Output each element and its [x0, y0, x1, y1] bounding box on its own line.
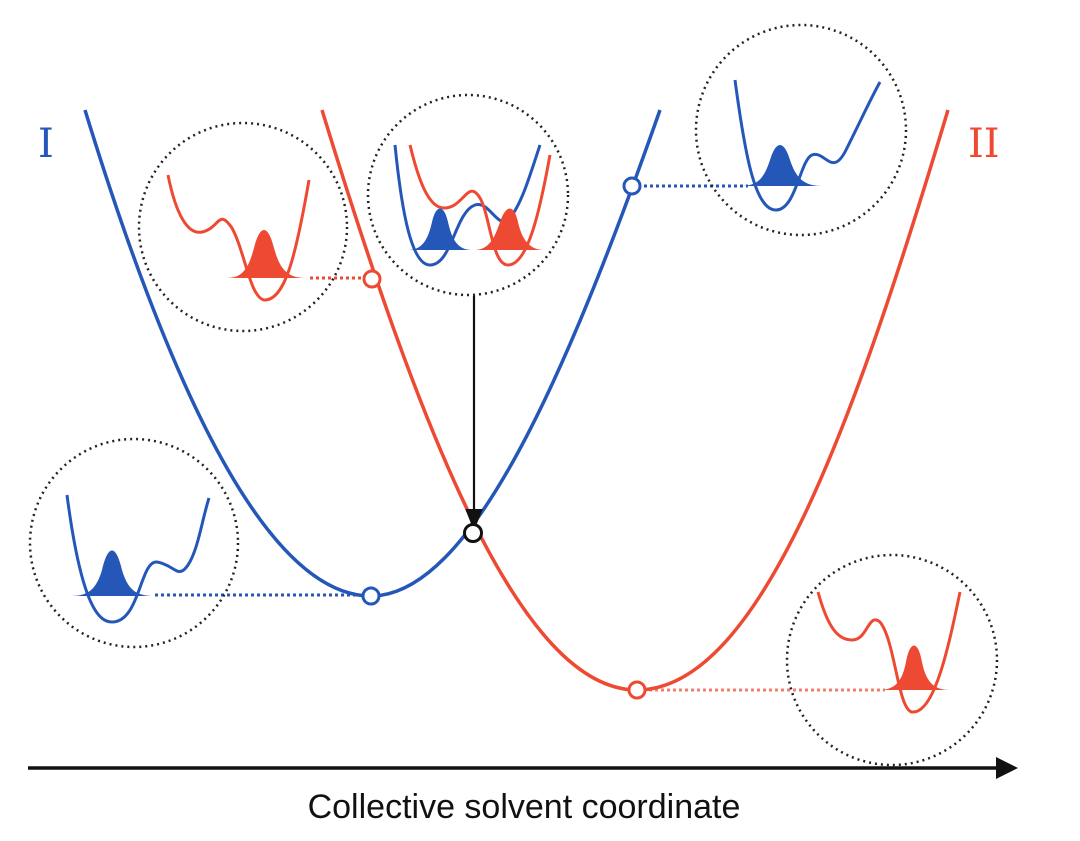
- inset-circle: [694, 23, 908, 237]
- state-point-state-2-minimum: [627, 680, 647, 700]
- double-well-potential-state-1: [393, 144, 542, 267]
- horizontal-axis-arrowhead: [996, 757, 1018, 779]
- double-well-potential: [65, 494, 211, 624]
- inset-state-1-ground: [28, 437, 240, 649]
- double-well-potential: [733, 79, 882, 212]
- inset-state-2-nonequilibrium: [137, 121, 349, 333]
- double-well-potential: [166, 174, 311, 302]
- crossing-point: [463, 523, 483, 543]
- free-energy-curve-state-1: [83, 109, 662, 598]
- wavepacket-state-2: [474, 208, 544, 250]
- inset-circle: [137, 121, 349, 333]
- inset-crossing-region: [366, 93, 570, 297]
- double-well-potential: [816, 591, 962, 714]
- wavepacket-state-1: [408, 208, 472, 250]
- state-label-1: I: [38, 121, 54, 167]
- x-axis-label: Collective solvent coordinate: [308, 788, 741, 826]
- wavepacket: [226, 230, 306, 278]
- inset-state-2-ground: [785, 553, 999, 767]
- wavepacket: [878, 645, 950, 690]
- wavepacket: [740, 145, 822, 186]
- state-point-state-1-minimum: [361, 586, 381, 606]
- free-energy-curve-state-2: [320, 109, 950, 692]
- inset-circle: [366, 93, 570, 297]
- state-label-2: II: [968, 121, 1000, 167]
- inset-circle: [785, 553, 999, 767]
- double-well-potential-state-2: [408, 144, 552, 267]
- state-point-state-2-at-state-1-geometry: [362, 269, 382, 289]
- inset-state-1-nonequilibrium: [694, 23, 908, 237]
- inset-circle: [28, 437, 240, 649]
- state-point-state-1-at-state-2-geometry: [622, 176, 642, 196]
- wavepacket: [70, 550, 155, 596]
